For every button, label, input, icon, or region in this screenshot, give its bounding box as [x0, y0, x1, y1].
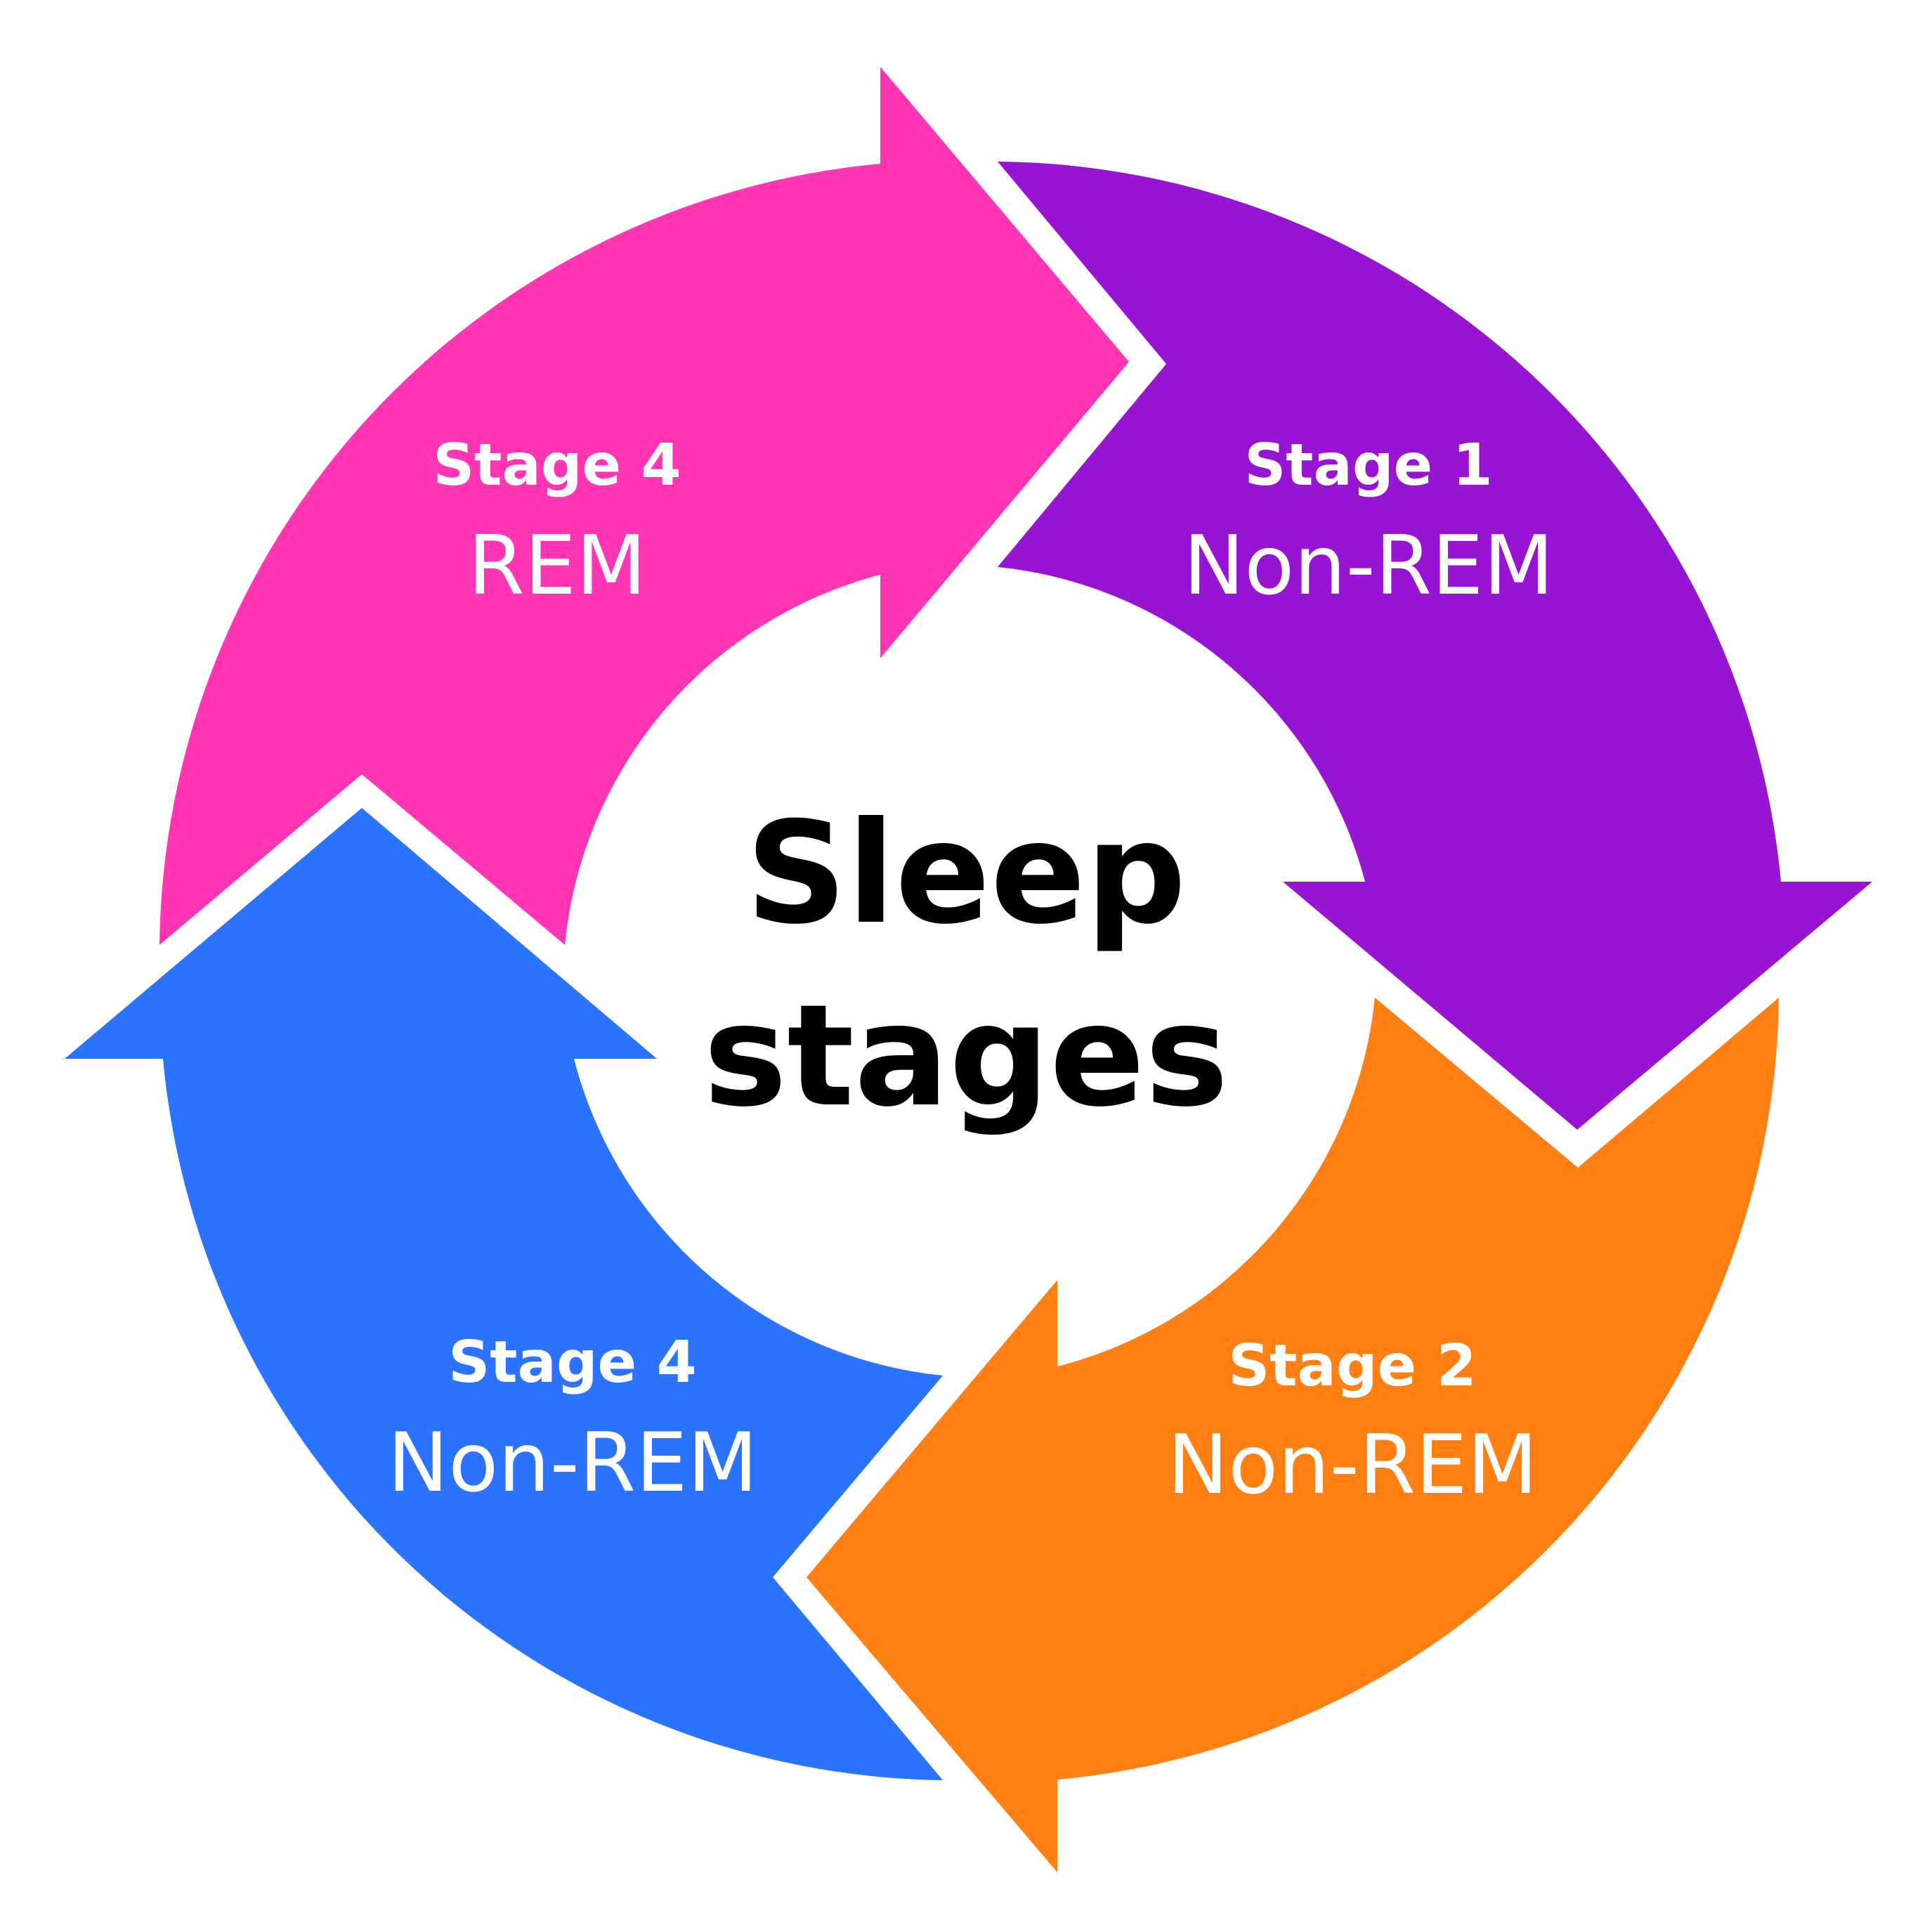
- segment-stage-4-rem: Stage 4 REM: [159, 67, 1129, 945]
- segment-stage-2: Stage 2 Non-REM: [807, 998, 1779, 1872]
- segment-stage-1: Stage 1 Non-REM: [998, 162, 1872, 1130]
- stage-4-rem-arrow: [159, 67, 1129, 945]
- stage-2-title: Stage 2: [1228, 1333, 1477, 1399]
- stage-4-nonrem-title: Stage 4: [448, 1329, 697, 1396]
- stage-4-nonrem-arrow: [65, 808, 943, 1780]
- center-title-line-1: Sleep: [745, 792, 1186, 955]
- stage-4-nonrem-type: Non-REM: [387, 1416, 757, 1510]
- center-title: Sleep stages: [703, 792, 1228, 1138]
- center-title-line-2: stages: [703, 974, 1228, 1138]
- segment-stage-4-nonrem: Stage 4 Non-REM: [65, 808, 943, 1780]
- stage-2-arrow: [807, 998, 1779, 1872]
- stage-4-rem-type: REM: [468, 518, 646, 613]
- stage-4-rem-title: Stage 4: [433, 432, 681, 499]
- stage-2-type: Non-REM: [1167, 1418, 1537, 1513]
- stage-1-type: Non-REM: [1183, 518, 1553, 613]
- stage-1-title: Stage 1: [1244, 432, 1493, 499]
- stage-1-arrow: [998, 162, 1872, 1130]
